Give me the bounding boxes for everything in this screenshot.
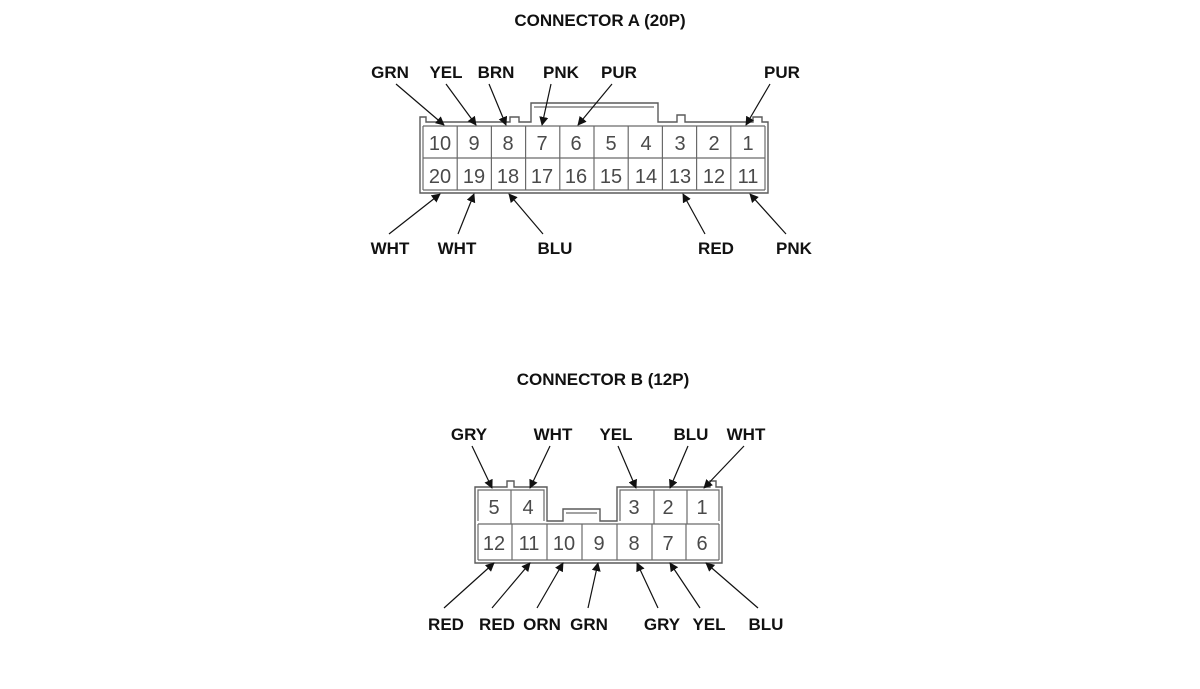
pin-b-1: 1 [696,497,707,519]
wire-label-b-pin2: BLU [674,425,709,444]
pin-a-18: 18 [497,166,519,188]
leader-a-pin10 [395,83,445,126]
pin-a-20: 20 [429,166,451,188]
wire-label-a-pin6: PUR [601,63,637,82]
pin-a-10: 10 [429,133,451,155]
pin-a-7: 7 [536,133,547,155]
connector-b-title: CONNECTOR B (12P) [517,370,690,389]
pin-b-3: 3 [628,497,639,519]
connector-b-pin-row-1: 5 4 3 2 1 [488,497,707,519]
pin-b-4: 4 [522,497,533,519]
wire-label-b-pin11: RED [479,615,515,634]
pin-b-7: 7 [662,533,673,555]
leader-b-pin8 [636,562,659,609]
pin-a-15: 15 [600,166,622,188]
connector-a-title: CONNECTOR A (20P) [514,11,685,30]
leader-a-pin8 [488,83,508,126]
wire-label-b-pin6: BLU [749,615,784,634]
leader-a-pin19 [457,193,476,235]
wire-label-a-pin19: WHT [438,239,477,258]
pin-a-14: 14 [635,166,657,188]
connector-a: CONNECTOR A (20P) 10 9 8 7 6 5 4 3 2 1 [371,11,813,258]
leader-a-pin11 [749,193,787,235]
wire-label-b-pin8: GRY [644,615,681,634]
wire-label-a-pin7: PNK [543,63,580,82]
leader-b-pin4 [529,445,551,489]
wire-label-a-pin13: RED [698,239,734,258]
pin-a-17: 17 [531,166,553,188]
pin-a-19: 19 [463,166,485,188]
leader-b-pin7 [669,562,701,609]
pin-b-5: 5 [488,497,499,519]
leader-b-pin5 [471,445,493,489]
pin-b-9: 9 [593,533,604,555]
pin-a-3: 3 [674,133,685,155]
leader-a-pin1 [745,83,771,126]
connector-b-housing [474,480,723,564]
wire-label-b-pin1: WHT [727,425,766,444]
wire-label-b-pin9: GRN [570,615,608,634]
leader-a-pin13 [682,193,706,235]
leader-b-pin3 [617,445,637,489]
pin-a-8: 8 [502,133,513,155]
wire-label-a-pin18: BLU [538,239,573,258]
leader-b-pin6 [705,562,759,609]
leader-b-pin11 [491,562,531,609]
pin-a-9: 9 [468,133,479,155]
leader-a-pin20 [388,193,441,235]
connector-b-pin-row-2: 12 11 10 9 8 7 6 [483,533,708,555]
leader-a-pin7 [539,83,552,126]
wire-label-b-pin12: RED [428,615,464,634]
wire-label-b-pin7: YEL [692,615,725,634]
connector-a-pin-row-1: 10 9 8 7 6 5 4 3 2 1 [429,133,754,155]
wire-label-a-pin9: YEL [429,63,462,82]
connector-b: CONNECTOR B (12P) 5 4 3 2 1 [428,370,783,634]
pin-b-10: 10 [553,533,575,555]
wire-label-b-pin3: YEL [599,425,632,444]
leader-a-pin6 [577,83,613,126]
wire-label-a-pin8: BRN [478,63,515,82]
pin-a-1: 1 [742,133,753,155]
connector-a-pin-row-2: 20 19 18 17 16 15 14 13 12 11 [429,166,759,188]
pin-b-8: 8 [628,533,639,555]
pin-a-16: 16 [565,166,587,188]
leader-b-pin9 [587,562,601,609]
wire-label-a-pin20: WHT [371,239,410,258]
pin-b-6: 6 [696,533,707,555]
wire-label-a-pin10: GRN [371,63,409,82]
pin-a-6: 6 [570,133,581,155]
leader-b-pin2 [669,445,689,489]
pin-b-2: 2 [662,497,673,519]
pin-b-11: 11 [519,533,540,555]
leader-b-pin10 [536,562,564,609]
wire-label-b-pin5: GRY [451,425,488,444]
wire-label-b-pin4: WHT [534,425,573,444]
pin-a-4: 4 [640,133,651,155]
leader-b-pin12 [443,562,495,609]
pin-a-5: 5 [605,133,616,155]
wire-label-a-pin1: PUR [764,63,800,82]
leader-a-pin18 [508,193,544,235]
leader-a-pin9 [445,83,477,126]
pin-b-12: 12 [483,533,505,555]
pin-a-12: 12 [703,166,725,188]
pin-a-13: 13 [669,166,691,188]
wire-label-b-pin10: ORN [523,615,561,634]
wire-label-a-pin11: PNK [776,239,813,258]
pin-a-11: 11 [738,166,759,188]
leader-b-pin1 [703,445,745,489]
pin-a-2: 2 [708,133,719,155]
